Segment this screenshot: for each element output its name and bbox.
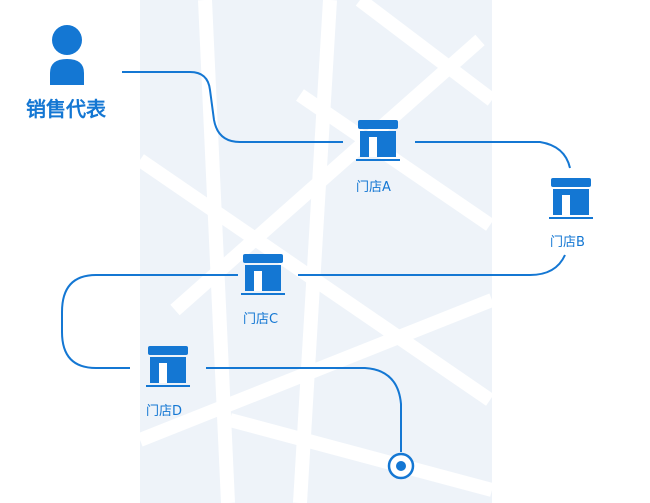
store-b-icon	[549, 178, 593, 219]
person-icon	[50, 25, 84, 85]
location-target-icon	[387, 452, 415, 480]
map-background	[136, 0, 497, 503]
store-c-icon	[241, 254, 285, 295]
sales-rep-label: 销售代表	[26, 97, 106, 121]
store-a-icon	[356, 120, 400, 161]
route-path	[61, 71, 571, 452]
store-c-label: 门店C	[243, 312, 279, 327]
store-d-icon	[146, 346, 190, 387]
store-b-label: 门店B	[550, 235, 585, 250]
store-a-label: 门店A	[356, 180, 391, 195]
store-d-label: 门店D	[146, 404, 183, 419]
